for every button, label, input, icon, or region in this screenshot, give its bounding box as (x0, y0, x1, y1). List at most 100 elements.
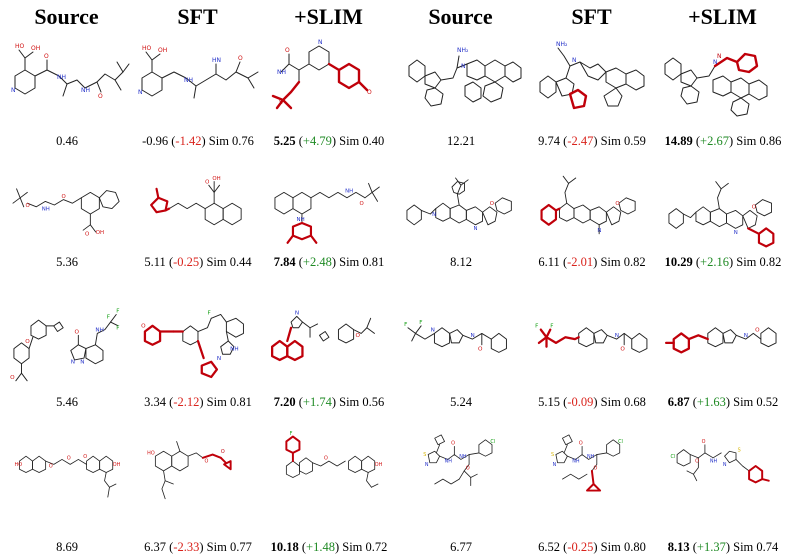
score-value: 6.52 (538, 540, 561, 554)
caption: 6.52 (-0.25) Sim 0.80 (538, 540, 646, 554)
svg-text:N: N (217, 356, 221, 362)
score-value: 7.84 (273, 255, 296, 269)
sim-label: Sim (600, 255, 621, 269)
delta-value: +2.16 (700, 255, 729, 269)
molecule-structure: ClO NHO SN (671, 439, 770, 484)
svg-text:OH: OH (113, 462, 121, 468)
svg-text:O: O (702, 439, 706, 445)
svg-text:O: O (25, 339, 30, 345)
svg-text:O: O (10, 375, 15, 381)
svg-text:Cl: Cl (490, 439, 495, 445)
header-source-right: Source (428, 4, 493, 29)
svg-text:O: O (620, 346, 625, 352)
svg-text:NH: NH (57, 74, 66, 81)
svg-text:OH: OH (31, 45, 40, 52)
sim-value: 0.76 (232, 134, 254, 148)
svg-text:Cl: Cl (618, 439, 623, 445)
svg-text:OH: OH (158, 47, 167, 54)
caption: 7.84 (+2.48) Sim 0.81 (273, 255, 385, 269)
svg-text:NH: NH (184, 77, 193, 84)
svg-text:O: O (356, 333, 361, 339)
sim-value: 0.74 (756, 540, 779, 554)
molecule-structure: NN (664, 52, 768, 117)
delta-value: -0.09 (567, 395, 594, 409)
svg-text:O: O (324, 455, 328, 461)
sim-label: Sim (733, 540, 754, 554)
svg-text:O: O (67, 455, 71, 461)
svg-text:N: N (80, 360, 84, 366)
sim-label: Sim (342, 540, 363, 554)
svg-text:F: F (550, 324, 553, 330)
molecule-structure: HOO O (147, 441, 232, 500)
svg-text:O: O (238, 55, 243, 62)
sim-label: Sim (206, 255, 227, 269)
svg-text:F: F (419, 320, 422, 326)
caption: 5.36 (0, 255, 152, 270)
svg-text:NH: NH (459, 454, 467, 460)
sim-label: Sim (339, 395, 360, 409)
score-value: 8.69 (56, 540, 78, 554)
score-value: 6.37 (144, 540, 167, 554)
svg-text:NH: NH (297, 217, 305, 223)
svg-text:N: N (71, 360, 75, 366)
score-value: 0.46 (56, 134, 78, 148)
caption: 6.77 (376, 540, 546, 555)
delta-value: -2.47 (567, 134, 594, 148)
sim-value: 0.77 (229, 540, 252, 554)
sim-value: 0.56 (362, 395, 385, 409)
molecule-structure: NO (270, 310, 375, 362)
svg-text:O: O (755, 328, 760, 334)
caption: 10.29 (+2.16) Sim 0.82 (664, 255, 782, 269)
svg-text:O: O (62, 194, 66, 200)
svg-text:N: N (425, 462, 429, 468)
svg-text:NH: NH (95, 328, 104, 334)
sim-label: Sim (736, 255, 757, 269)
score-value: 5.46 (56, 395, 78, 409)
svg-text:HO: HO (15, 462, 23, 468)
score-value: -0.96 (142, 134, 169, 148)
header-slim-left: +SLIM (294, 4, 363, 29)
score-value: 5.25 (273, 134, 296, 148)
sim-value: 0.86 (759, 134, 782, 148)
sim-label: Sim (339, 134, 360, 148)
svg-text:O: O (466, 465, 470, 471)
delta-value: +2.48 (302, 255, 332, 269)
delta-value: -0.25 (173, 255, 200, 269)
delta-value: +1.74 (302, 395, 332, 409)
svg-text:NH₂: NH₂ (457, 47, 469, 54)
svg-text:O: O (221, 449, 225, 455)
svg-text:NH₂: NH₂ (556, 41, 568, 48)
sim-value: 0.68 (623, 395, 646, 409)
header-sft-right: SFT (571, 4, 612, 29)
caption: 6.37 (-2.33) Sim 0.77 (144, 540, 252, 554)
sim-label: Sim (600, 540, 621, 554)
svg-text:F: F (535, 324, 538, 330)
svg-text:S: S (279, 99, 283, 106)
svg-text:F: F (116, 309, 119, 315)
svg-text:S: S (551, 452, 554, 458)
score-value: 3.34 (144, 395, 167, 409)
svg-text:O: O (360, 201, 364, 207)
svg-text:NH: NH (587, 454, 595, 460)
svg-text:N: N (11, 87, 16, 94)
svg-text:NH: NH (572, 459, 580, 465)
svg-text:O: O (752, 205, 756, 211)
svg-text:O: O (75, 329, 80, 335)
caption: 3.34 (-2.12) Sim 0.81 (144, 395, 252, 409)
delta-value: -2.12 (173, 395, 200, 409)
score-value: 9.74 (538, 134, 561, 148)
score-value: 7.20 (273, 395, 296, 409)
caption: 5.25 (+4.79) Sim 0.40 (273, 134, 385, 148)
svg-text:NH: NH (230, 346, 239, 352)
sim-label: Sim (733, 395, 754, 409)
svg-text:N: N (597, 228, 601, 234)
caption: 6.87 (+1.63) Sim 0.52 (667, 395, 779, 409)
